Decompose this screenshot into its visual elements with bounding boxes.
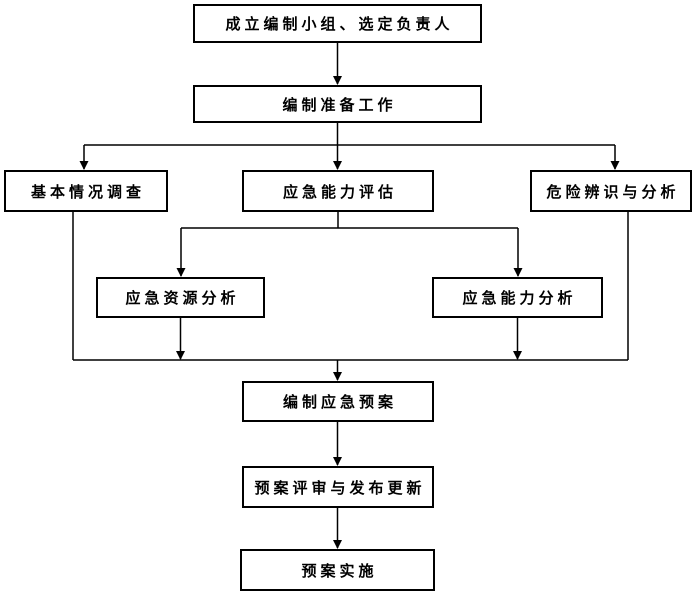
flow-node-basic-survey: 基本情况调查 <box>4 170 168 212</box>
flow-node-hazard-identification: 危险辨识与分析 <box>530 170 692 212</box>
flow-node-review-publish: 预案评审与发布更新 <box>242 466 434 508</box>
flow-node-capability-assessment: 应急能力评估 <box>242 170 434 212</box>
flow-node-implementation: 预案实施 <box>240 549 435 591</box>
flow-node-capability-analysis: 应急能力分析 <box>432 277 603 318</box>
flow-node-prep: 编制准备工作 <box>193 85 482 123</box>
flow-node-start: 成立编制小组、选定负责人 <box>193 4 482 43</box>
flow-node-resource-analysis: 应急资源分析 <box>96 277 265 318</box>
flow-node-compile-plan: 编制应急预案 <box>242 381 434 422</box>
connectors <box>72 42 629 549</box>
